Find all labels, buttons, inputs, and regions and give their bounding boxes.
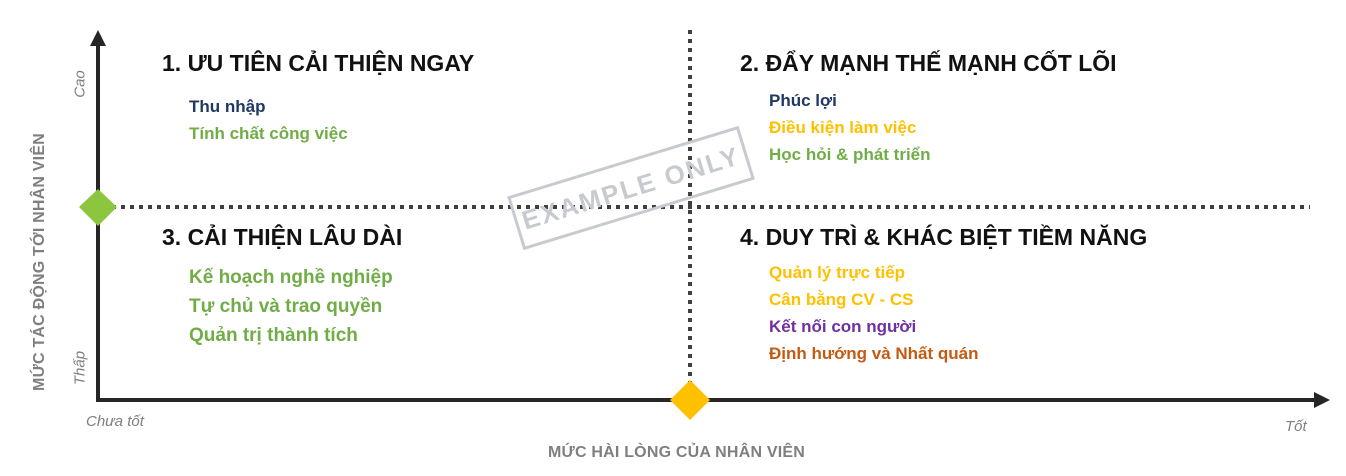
quadrant-4-item: Quản lý trực tiếp (769, 263, 906, 282)
quadrant-1-item: Thu nhập (189, 97, 266, 116)
quadrant-4-title: 4. DUY TRÌ & KHÁC BIỆT TIỀM NĂNG (740, 224, 1148, 250)
quadrant-4-item: Định hướng và Nhất quán (769, 344, 979, 363)
x-axis-arrow (1314, 392, 1330, 408)
quadrant-1-item: Tính chất công việc (189, 124, 348, 143)
y-axis-low-label: Thấp (71, 350, 89, 386)
quadrant-4-item: Kết nối con người (769, 317, 917, 336)
quadrant-3-title: 3. CẢI THIỆN LÂU DÀI (162, 224, 403, 250)
y-axis-high-label: Cao (71, 70, 89, 98)
quadrant-3-item: Tự chủ và trao quyền (189, 296, 383, 317)
y-midpoint-diamond (79, 189, 117, 226)
quadrant-2-item: Học hỏi & phát triển (769, 145, 931, 164)
quadrant-3-item: Quản trị thành tích (189, 325, 358, 346)
quadrant-4-item: Cân bằng CV - CS (769, 290, 914, 309)
x-axis-high-label: Tốt (1285, 418, 1307, 435)
y-axis-title: MỨC TÁC ĐỘNG TỚI NHÂN VIÊN (31, 133, 48, 391)
quadrant-2-title: 2. ĐẨY MẠNH THẾ MẠNH CỐT LÕI (740, 50, 1117, 76)
quadrant-1-title: 1. ƯU TIÊN CẢI THIỆN NGAY (162, 50, 475, 76)
x-axis-low-label: Chưa tốt (86, 413, 144, 430)
quadrant-2-item: Phúc lợi (769, 91, 837, 110)
y-axis-arrow (90, 30, 106, 46)
quadrant-3-item: Kế hoạch nghề nghiệp (189, 267, 393, 288)
x-axis-title: MỨC HÀI LÒNG CỦA NHÂN VIÊN (548, 444, 805, 461)
quadrant-2-item: Điều kiện làm việc (769, 118, 917, 137)
x-midpoint-diamond (670, 380, 710, 420)
